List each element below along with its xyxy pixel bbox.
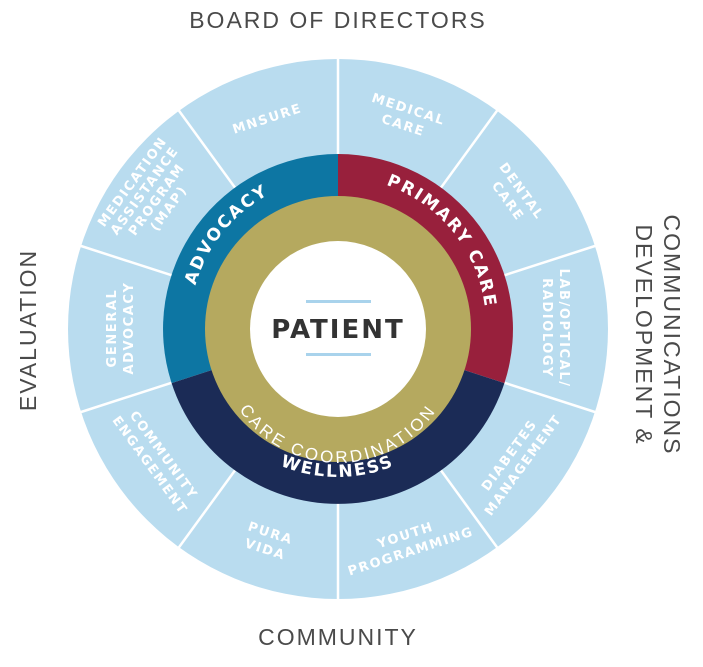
label-patient: PATIENT — [271, 315, 404, 345]
center-rule-top — [306, 300, 371, 303]
label-development: DEVELOPMENT & — [631, 224, 657, 445]
label-board-of-directors: BOARD OF DIRECTORS — [189, 7, 487, 33]
svg-text:RADIOLOGY: RADIOLOGY — [539, 278, 554, 378]
center-rule-bottom — [306, 353, 371, 356]
label-community: COMMUNITY — [258, 624, 418, 650]
center-circle — [250, 241, 426, 417]
segment-general-advocacy: GENERAL ADVOCACY — [105, 281, 137, 374]
svg-text:GENERAL: GENERAL — [105, 289, 120, 368]
svg-text:ADVOCACY: ADVOCACY — [122, 281, 137, 374]
label-communications: COMMUNICATIONS — [659, 215, 685, 456]
svg-text:LAB/OPTICAL/: LAB/OPTICAL/ — [556, 268, 571, 387]
label-evaluation: EVALUATION — [15, 249, 41, 411]
segment-lab-optical-radiology: LAB/OPTICAL/ RADIOLOGY — [539, 268, 571, 387]
